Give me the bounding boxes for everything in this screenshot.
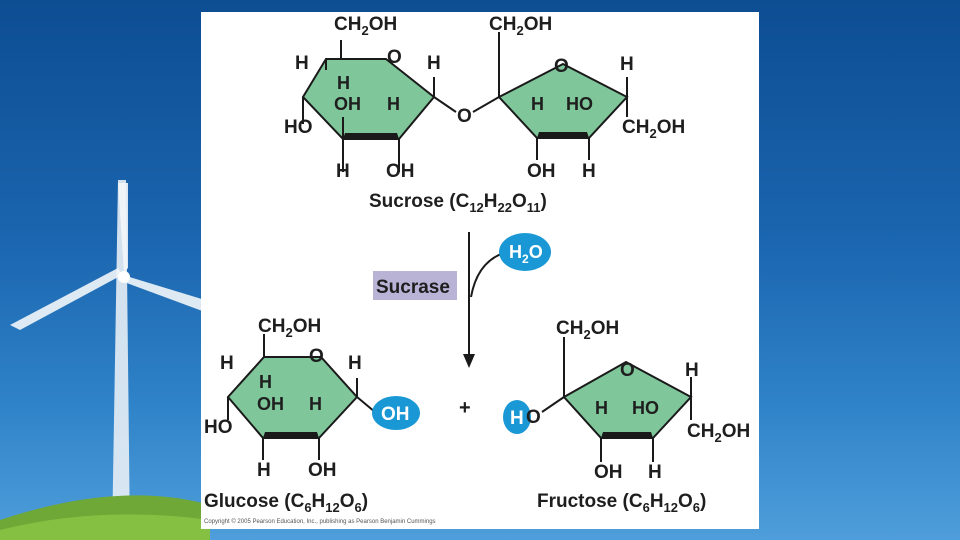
fructose-oh-bottom: OH (594, 462, 623, 483)
glucose-ho: HO (204, 417, 233, 438)
sucrose-fructose-oh-bottom: OH (527, 161, 556, 182)
glucose-ring-o: O (309, 346, 324, 367)
glucose-h-inner: H (259, 372, 272, 392)
sucrose-fructose-ch2oh-right: CH2OH (622, 117, 685, 141)
fructose-caption: Fructose (C6H12O6) (537, 491, 706, 515)
sucrose-caption: Sucrose (C12H22O11) (369, 191, 547, 215)
glucose-h-inner2: H (309, 394, 322, 414)
fructose-h-highlight-label: H (510, 408, 524, 429)
glucose-h-right: H (348, 353, 362, 374)
fructose-ring (562, 360, 693, 439)
sucrose-fructose-ring-o: O (554, 56, 569, 77)
plus-sign: + (459, 397, 471, 419)
sucrose-glucose-ring (301, 58, 436, 140)
water-arrow (470, 253, 502, 298)
glucose-ch2oh: CH2OH (258, 316, 321, 340)
sucrose-fructose-ch2oh-top: CH2OH (489, 14, 552, 38)
sucrose-glucose-h-right: H (427, 53, 441, 74)
glucose-oh-bottom: OH (308, 460, 337, 481)
sucrose-fructose-h-bottom: H (582, 161, 596, 182)
fructose-ring-o: O (620, 360, 635, 381)
sucrose-glucose-oh-bottom: OH (386, 161, 415, 182)
sucrase-enzyme-box (373, 271, 457, 300)
fructose-o-left: O (526, 407, 541, 428)
sucrose-glucose-ch2oh: CH2OH (334, 14, 397, 38)
sucrose-caption-name: Sucrose (369, 191, 444, 212)
sucrose-glucose-ho: HO (284, 117, 313, 138)
glucose-oh-inner: OH (257, 394, 284, 414)
glucose-oh-highlight (372, 396, 420, 430)
sucrose-glucose-h-inner: H (337, 73, 350, 93)
fructose-h-highlight (503, 400, 531, 434)
fructose-ch2oh-right: CH2OH (687, 421, 750, 445)
fructose-molecule: H O CH2OH O H H HO CH2OH OH H Fructose (… (503, 318, 750, 515)
fructose-caption-name: Fructose (537, 491, 617, 512)
glucose-ring (226, 356, 359, 439)
reaction-arrow-group: H2O Sucrase + (373, 232, 551, 419)
diagram-panel: CH2OH O H H H OH H HO H OH O CH2OH O H H… (201, 12, 759, 529)
sucrose-glucose-ring-o: O (387, 47, 402, 68)
sucrose-glucose-h-left: H (295, 53, 309, 74)
glucose-h-left: H (220, 353, 234, 374)
sucrose-fructose-h-top: H (620, 54, 634, 75)
water-bubble (499, 233, 551, 271)
glucose-oh-highlight-label: OH (381, 404, 410, 425)
sucrose-molecule: CH2OH O H H H OH H HO H OH O CH2OH O H H… (284, 14, 685, 215)
wind-turbine-image (10, 180, 205, 540)
fructose-h-inner: H (595, 398, 608, 418)
sucrose-fructose-h-inner: H (531, 94, 544, 114)
sucrose-hydrolysis-diagram: CH2OH O H H H OH H HO H OH O CH2OH O H H… (204, 14, 750, 525)
glucose-caption: Glucose (C6H12O6) (204, 491, 368, 515)
sucrose-glucose-h-bottom: H (336, 161, 350, 182)
copyright-text: Copyright © 2005 Pearson Education, Inc.… (204, 518, 436, 525)
hill-image (0, 495, 210, 540)
sucrase-enzyme-label: Sucrase (376, 277, 450, 298)
sucrose-fructose-ring (497, 62, 629, 139)
glucose-caption-name: Glucose (204, 491, 279, 512)
sucrose-glucose-h-inner2: H (387, 94, 400, 114)
glucose-h-bottom: H (257, 460, 271, 481)
glucose-molecule: CH2OH O H H H OH H OH HO H OH Glucose (C… (204, 316, 420, 515)
fructose-ch2oh-top: CH2OH (556, 318, 619, 342)
fructose-h-top: H (685, 360, 699, 381)
sucrose-glucose-oh-inner: OH (334, 94, 361, 114)
water-label: H2O (509, 242, 543, 266)
sucrose-fructose-ho-inner: HO (566, 94, 593, 114)
sucrose-bridge-o: O (457, 106, 472, 127)
fructose-ho-inner: HO (632, 398, 659, 418)
fructose-h-bottom: H (648, 462, 662, 483)
